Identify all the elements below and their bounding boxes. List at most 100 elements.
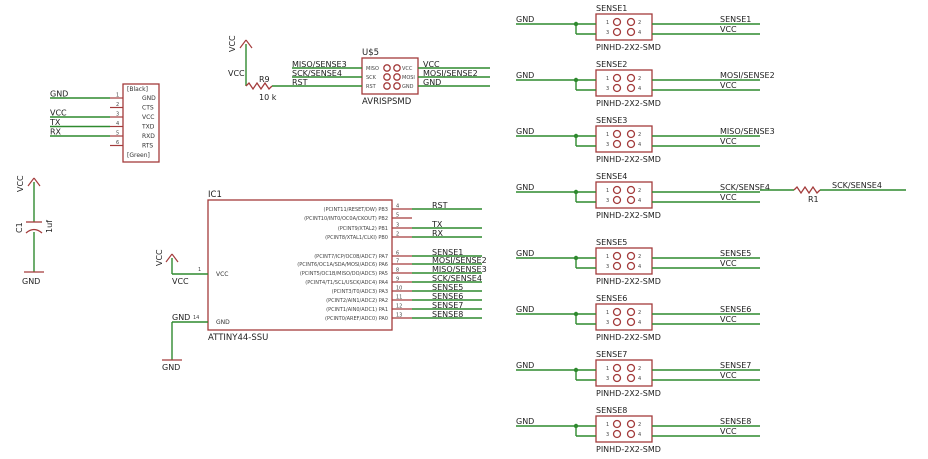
mcu-pin-name: (PCINT3/T0/ADC3) PA3 — [332, 289, 388, 295]
header-pin-number: 1 — [606, 132, 609, 138]
header-pin-number: 2 — [638, 76, 641, 82]
header-pin-number: 4 — [638, 432, 641, 438]
mcu-ic1: IC1 ATTINY44-SSU VCC VCC 1 VCC GND 14 GN… — [155, 190, 487, 372]
mcu-pin-number: 3 — [396, 223, 399, 229]
mcu-pin-number: 9 — [396, 277, 399, 283]
isp-pad — [383, 73, 391, 81]
header-pad — [612, 83, 622, 93]
header-body — [595, 69, 653, 97]
r1-name: R1 — [808, 195, 819, 204]
header-pad — [612, 317, 622, 327]
header-value: PINHD-2X2-SMD — [596, 43, 661, 52]
header-pin-number: 3 — [606, 264, 609, 270]
mcu-pin-name: (PCINT10/INT0/OC0A/CKOUT) PB2 — [304, 216, 388, 222]
isp-left-pin: RST — [366, 84, 377, 90]
junction-dot — [573, 255, 579, 261]
mcu-net-label: RX — [432, 229, 444, 238]
header-gnd-label: GND — [516, 417, 534, 426]
mcu-net-label: RST — [432, 201, 448, 210]
header-gnd-label: GND — [516, 15, 534, 24]
mcu-net-label: TX — [431, 220, 443, 229]
header-signal-label: MISO/SENSE3 — [720, 127, 775, 136]
mcu-vcc-net: VCC — [172, 277, 189, 286]
header-signal-label: MOSI/SENSE2 — [720, 71, 775, 80]
header-pin-number: 3 — [606, 320, 609, 326]
header-pin-number: 3 — [606, 30, 609, 36]
header-pin-number: 1 — [606, 310, 609, 316]
vcc-label-r9-side: VCC — [228, 69, 245, 78]
isp-right-net: GND — [423, 78, 441, 87]
header-body — [595, 303, 653, 331]
capacitor-name: C1 — [15, 222, 24, 233]
mcu-net-label: MISO/SENSE3 — [432, 265, 487, 274]
header-pad — [626, 195, 636, 205]
ftdi-pin-number: 5 — [116, 131, 119, 137]
mcu-pin-number: 11 — [396, 295, 402, 301]
header-vcc-label: VCC — [720, 25, 737, 34]
r1-net-right: SCK/SENSE4 — [832, 181, 882, 190]
header-vcc-label: VCC — [720, 315, 737, 324]
ftdi-pin-number: 2 — [116, 102, 119, 108]
junction-dot — [573, 423, 579, 429]
mcu-gnd-net: GND — [172, 313, 190, 322]
isp-left-net: RST — [292, 78, 308, 87]
header-pin-number: 2 — [638, 132, 641, 138]
vcc-label-left: VCC — [16, 175, 25, 192]
header-signal-label: SCK/SENSE4 — [720, 183, 770, 192]
header-pad — [612, 419, 622, 429]
header-pin-number: 1 — [606, 366, 609, 372]
header-pin-number: 3 — [606, 142, 609, 148]
resistor-r1: R1 SCK/SENSE4 — [760, 181, 906, 204]
ftdi-pin-name: TXD — [141, 124, 155, 131]
isp-right-net: MOSI/SENSE2 — [423, 69, 478, 78]
isp-pad — [383, 64, 391, 72]
header-pad — [626, 429, 636, 439]
header-pin-number: 4 — [638, 142, 641, 148]
header-pin-number: 2 — [638, 310, 641, 316]
isp-value: AVRISPSMD — [362, 97, 412, 107]
header-pin-number: 1 — [606, 422, 609, 428]
header-name: SENSE6 — [596, 294, 627, 303]
mcu-net-label: SCK/SENSE4 — [432, 274, 482, 283]
header-vcc-label: VCC — [720, 371, 737, 380]
vcc-label-mcu: VCC — [155, 249, 164, 266]
mcu-net-label: MOSI/SENSE2 — [432, 256, 487, 265]
mcu-pin-number: 6 — [396, 251, 399, 257]
mcu-gnd-pin-name: GND — [216, 319, 230, 326]
vcc-label-r9: VCC — [228, 35, 237, 52]
header-signal-label: SENSE1 — [720, 15, 751, 24]
mcu-value: ATTINY44-SSU — [208, 333, 268, 343]
header-signal-label: SENSE5 — [720, 249, 751, 258]
header-gnd-label: GND — [516, 249, 534, 258]
mcu-pin-name: (PCINT5/OC1B/MISO/DO/ADC5) PA5 — [300, 271, 388, 277]
header-body — [595, 181, 653, 209]
ftdi-pin-number: 3 — [116, 112, 119, 118]
header-pin-number: 4 — [638, 376, 641, 382]
mcu-pin-name: (PCINT6/OC1A/SDA/MOSI/ADC6) PA6 — [297, 262, 388, 268]
header-pad — [612, 195, 622, 205]
r9-name: R9 — [259, 75, 270, 84]
isp-pad — [393, 73, 401, 81]
isp-right-pin: GND — [402, 84, 414, 90]
isp-right-pin: VCC — [402, 66, 413, 72]
header-value: PINHD-2X2-SMD — [596, 445, 661, 454]
mcu-vcc-pin-name: VCC — [216, 271, 228, 278]
header-pin-number: 4 — [638, 264, 641, 270]
header-signal-label: SENSE8 — [720, 417, 751, 426]
header-name: SENSE5 — [596, 238, 627, 247]
header-value: PINHD-2X2-SMD — [596, 389, 661, 398]
ftdi-pin-number: 1 — [116, 93, 119, 99]
isp-pad — [383, 82, 391, 90]
header-gnd-label: GND — [516, 127, 534, 136]
r9-value: 10 k — [259, 93, 277, 102]
header-pin-number: 1 — [606, 188, 609, 194]
capacitor-value: 1uf — [45, 220, 54, 233]
ftdi-bottom-label: [Green] — [127, 152, 150, 159]
header-vcc-label: VCC — [720, 259, 737, 268]
header-pin-number: 3 — [606, 86, 609, 92]
header-gnd-label: GND — [516, 361, 534, 370]
mcu-pin-name: (PCINT7/ICP/OC0B/ADC7) PA7 — [314, 254, 388, 260]
